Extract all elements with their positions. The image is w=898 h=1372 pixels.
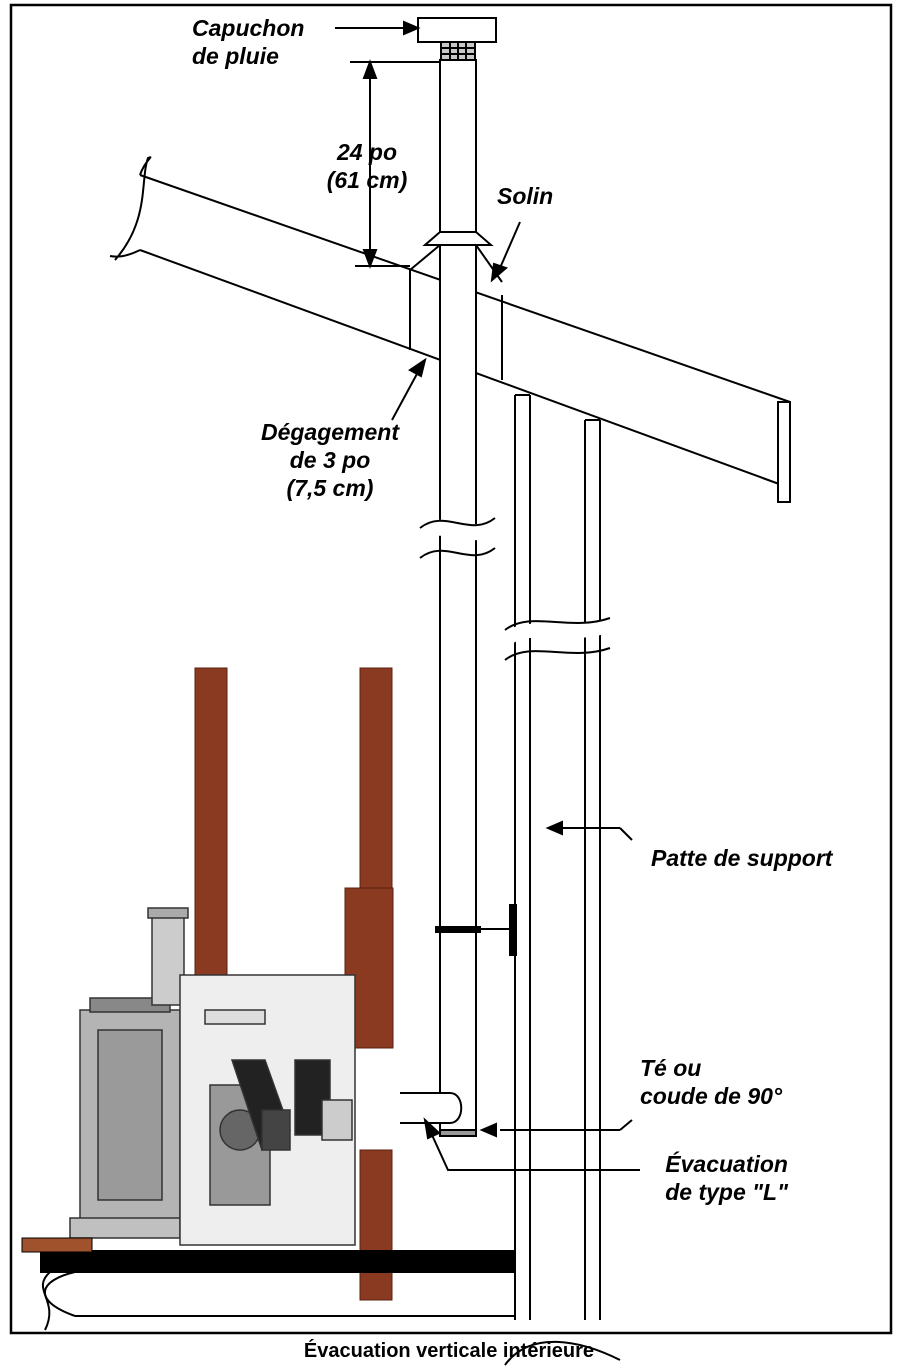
label-tee-elbow-line-2: coude de 90°	[640, 1083, 783, 1109]
label-l-vent-line-1: Évacuation	[665, 1151, 788, 1177]
annotations	[335, 20, 640, 1171]
label-l-vent: Évacuation de type "L"	[620, 1150, 788, 1206]
diagram-frame	[9, 3, 893, 1335]
label-height-clearance-line-2: (61 cm)	[326, 167, 408, 193]
label-tee-elbow: Té ou coude de 90°	[640, 1054, 782, 1110]
label-side-clearance-line-3: (7,5 cm)	[286, 475, 374, 501]
label-side-clearance-line-2: de 3 po	[289, 447, 371, 473]
pellet-stove	[69, 907, 356, 1246]
label-tee-elbow-line-1: Té ou	[640, 1055, 702, 1081]
roof-framing	[409, 270, 503, 380]
label-rain-cap: Capuchon de pluie	[192, 14, 304, 70]
label-side-clearance: Dégagement de 3 po (7,5 cm)	[230, 418, 430, 502]
label-rain-cap-line-1: Capuchon	[192, 15, 305, 41]
label-l-vent-line-2: de type "L"	[665, 1179, 788, 1205]
wall-studs	[500, 394, 621, 1366]
label-side-clearance-line-1: Dégagement	[260, 419, 400, 445]
label-flashing: Solin	[497, 183, 554, 209]
label-height-clearance-line-1: 24 po	[336, 139, 398, 165]
label-height-clearance: 24 po (61 cm)	[312, 138, 422, 194]
brick-wall	[194, 667, 394, 1301]
diagram-caption: Évacuation verticale intérieure	[303, 1340, 595, 1362]
floor	[21, 1237, 515, 1331]
vent-pipe	[400, 17, 517, 1137]
label-support-bracket: Patte de support	[651, 845, 833, 871]
label-rain-cap-line-2: de pluie	[192, 43, 279, 69]
